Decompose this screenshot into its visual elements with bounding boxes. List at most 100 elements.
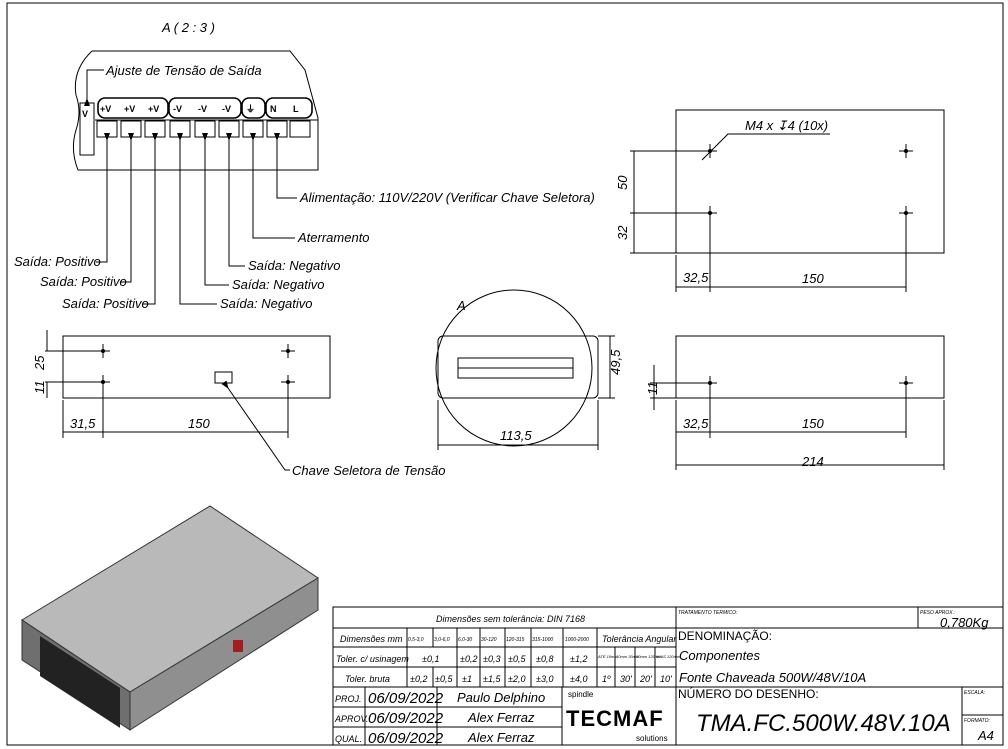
terminal-screw bbox=[169, 120, 191, 138]
range-header: 6,0-30 bbox=[458, 637, 472, 643]
angular-label: Tolerância Angular bbox=[602, 634, 677, 644]
dim-top-50: 50 bbox=[615, 175, 630, 190]
weight-label: PESO APROX.: bbox=[920, 610, 956, 616]
terminal-label: N bbox=[270, 104, 277, 114]
approval-date: 06/09/2022 bbox=[368, 710, 444, 727]
angular-range: 50mm 120mm bbox=[636, 654, 662, 659]
terminal-screw bbox=[289, 120, 311, 138]
drawing-number-label: NÚMERO DO DESENHO: bbox=[678, 686, 819, 701]
approval-role: APROV. bbox=[334, 714, 368, 724]
scale-label: ESCALA: bbox=[964, 690, 986, 696]
terminal-label: -V bbox=[222, 104, 231, 114]
terminal-label: L bbox=[293, 104, 299, 114]
mount-hole bbox=[286, 380, 290, 384]
terminal-label: -V bbox=[198, 104, 207, 114]
range-header: 120-315 bbox=[506, 637, 525, 643]
dim-top-32: 32 bbox=[615, 225, 630, 240]
approval-date: 06/09/2022 bbox=[368, 690, 444, 707]
terminal-screw bbox=[120, 120, 142, 138]
callout-leader bbox=[96, 133, 110, 263]
title-block bbox=[332, 606, 1004, 746]
terminal-screw bbox=[266, 120, 288, 138]
denomination-label: DENOMINAÇÃO: bbox=[678, 629, 772, 643]
dim-front-v2: 11 bbox=[32, 381, 47, 395]
callout-label: Saída: Positivo bbox=[14, 254, 101, 269]
dim-front-span: 150 bbox=[188, 416, 210, 431]
voltage-switch bbox=[214, 371, 233, 384]
dim-side-214: 214 bbox=[801, 454, 824, 469]
range-header: 315-1000 bbox=[532, 637, 553, 643]
adjust-label: Ajuste de Tensão de Saída bbox=[105, 63, 262, 78]
machining-tolerance: ±0,1 bbox=[422, 654, 439, 664]
tecmaf-logo: TECMAF bbox=[566, 706, 664, 731]
format-value: A4 bbox=[977, 728, 994, 743]
callout-leader bbox=[250, 133, 295, 239]
format-label: FORMATO: bbox=[964, 718, 991, 724]
mount-hole bbox=[904, 381, 908, 385]
raw-tolerance: ±3,0 bbox=[536, 674, 553, 684]
side-view: 11 32,5 150 214 bbox=[645, 335, 945, 470]
machining-tolerance: ±1,2 bbox=[570, 654, 587, 664]
machining-tolerance: ±0,8 bbox=[536, 654, 553, 664]
callout-label: Saída: Positivo bbox=[40, 274, 127, 289]
trimpot-label: V bbox=[82, 109, 88, 119]
terminal-screw bbox=[96, 120, 118, 138]
range-header: 30-120 bbox=[481, 637, 497, 643]
angular-tolerance: 1º bbox=[602, 674, 611, 684]
angular-tolerance: 20' bbox=[639, 674, 652, 684]
range-header: 0,5-3,0 bbox=[408, 637, 424, 643]
terminal-label: +V bbox=[148, 104, 159, 114]
callout-label: Alimentação: 110V/220V (Verificar Chave … bbox=[299, 190, 595, 205]
dim-front-v1: 25 bbox=[32, 355, 47, 371]
logo-bottom: solutions bbox=[636, 734, 668, 743]
callout-leader bbox=[226, 133, 245, 267]
machining-label: Toler. c/ usinagem bbox=[336, 654, 409, 664]
callout-label: Saída: Negativo bbox=[248, 258, 341, 273]
title-block-text: Dimensões sem tolerância: DIN 7168 Dimen… bbox=[334, 610, 994, 747]
mount-hole bbox=[904, 149, 908, 153]
callout-label: Saída: Negativo bbox=[220, 296, 313, 311]
dim-side-150: 150 bbox=[802, 416, 824, 431]
angular-range: 10mm 30mm bbox=[616, 654, 640, 659]
approval-role: PROJ. bbox=[335, 694, 362, 704]
dim-top-325: 32,5 bbox=[683, 270, 709, 285]
approval-date: 06/09/2022 bbox=[368, 730, 444, 747]
heat-treatment-label: TRATAMENTO TERMICO: bbox=[678, 610, 738, 616]
range-header: 3,0-6,0 bbox=[434, 637, 450, 643]
approval-name: Alex Ferraz bbox=[467, 710, 535, 725]
angular-range: MAIS 120mm bbox=[656, 654, 681, 659]
front-view: 31,5 150 25 11 Chave Seletora de Tensão bbox=[32, 330, 445, 478]
raw-tolerance: ±2,0 bbox=[508, 674, 525, 684]
terminal-label: +V bbox=[124, 104, 135, 114]
raw-label: Toler. bruta bbox=[345, 674, 390, 684]
hole-note: M4 x ↧4 (10x) bbox=[745, 118, 828, 133]
top-view: M4 x ↧4 (10x) 50 32 32,5 150 bbox=[615, 109, 945, 292]
dim-label: Dimensões mm bbox=[340, 634, 403, 644]
dim-end-width: 113,5 bbox=[500, 428, 532, 443]
weight-value: 0,780Kg bbox=[940, 615, 989, 630]
raw-tolerance: ±0,2 bbox=[410, 674, 427, 684]
view-a-label: A bbox=[456, 298, 466, 313]
machining-tolerance: ±0,5 bbox=[508, 654, 526, 664]
terminal-screw bbox=[144, 120, 166, 138]
dim-end-height: 49,5 bbox=[608, 349, 623, 375]
callout-leader bbox=[177, 133, 217, 305]
dim-front-left: 31,5 bbox=[70, 416, 96, 431]
denomination-2: Fonte Chaveada 500W/48V/10A bbox=[679, 670, 866, 685]
dim-top-150: 150 bbox=[802, 271, 824, 286]
end-view: A 49,5 113,5 bbox=[435, 289, 623, 450]
isometric-view bbox=[21, 505, 319, 731]
callout-label: Saída: Positivo bbox=[62, 296, 149, 311]
denomination-1: Componentes bbox=[679, 648, 760, 663]
dim-side-325: 32,5 bbox=[683, 416, 709, 431]
callout-leader bbox=[274, 133, 297, 199]
callout-leader bbox=[120, 133, 134, 283]
mount-hole bbox=[286, 349, 290, 353]
logo-top: spindle bbox=[568, 690, 594, 699]
angular-range: ATÉ 10mm bbox=[597, 654, 618, 659]
callout-label: Aterramento bbox=[297, 230, 370, 245]
terminal-label: -V bbox=[173, 104, 182, 114]
dim-side-11: 11 bbox=[645, 382, 660, 396]
approval-role: QUAL. bbox=[335, 734, 362, 744]
